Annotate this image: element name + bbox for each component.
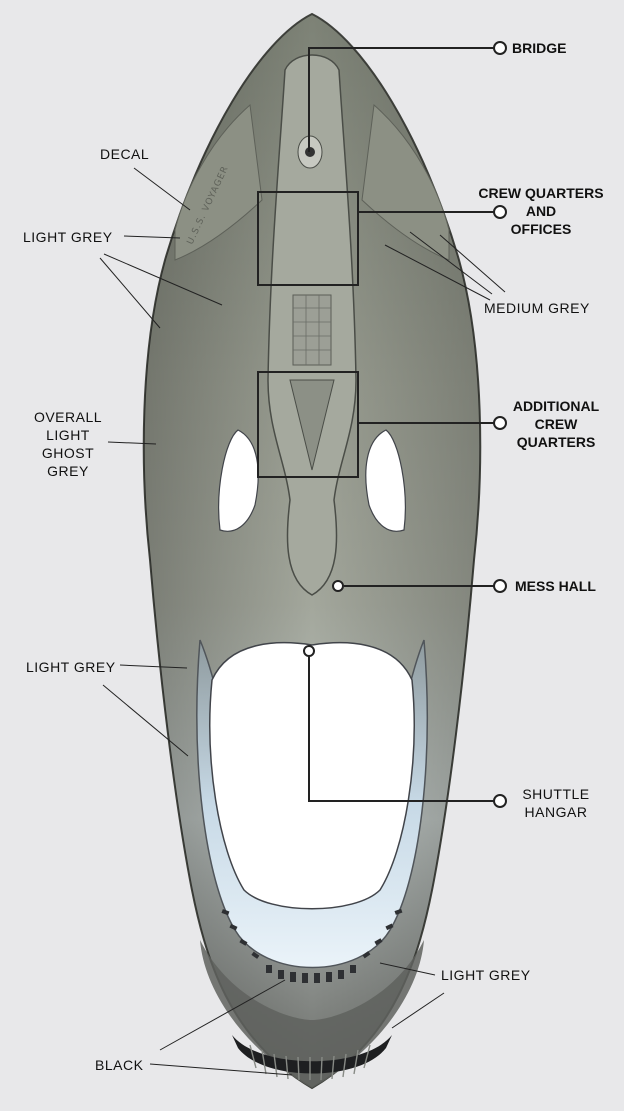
bridge-marker	[493, 41, 507, 55]
medium-grey-pointer-1	[439, 234, 506, 293]
medium-grey-pointer-2	[409, 231, 493, 295]
black-pointer-1	[159, 979, 286, 1051]
light-grey-left-pointer-2	[102, 684, 189, 757]
crew-quarters-line-1: CREW QUARTERS	[478, 185, 604, 201]
shuttle-hangar-marker	[493, 794, 507, 808]
mess-hall-label: MESS HALL	[515, 578, 596, 594]
shuttle-hangar-line-1: SHUTTLE	[522, 786, 590, 802]
crew-quarters-line-3: OFFICES	[510, 221, 572, 237]
light-grey-top-note: LIGHT GREY	[23, 229, 113, 245]
light-grey-bottom-pointer-1	[379, 962, 436, 976]
light-grey-left-pointer-1	[119, 664, 188, 669]
mess-hall-origin	[332, 580, 344, 592]
crew-quarters-marker	[493, 205, 507, 219]
light-grey-top-pointer-2	[103, 253, 223, 306]
shuttle-hangar-leader	[308, 652, 494, 802]
crew-quarters-label: CREW QUARTERS AND OFFICES	[466, 184, 616, 238]
light-grey-bottom-note: LIGHT GREY	[441, 967, 531, 983]
crew-quarters-box	[257, 191, 359, 286]
bridge-leader	[308, 47, 494, 152]
additional-crew-box	[257, 371, 359, 478]
additional-crew-marker	[493, 416, 507, 430]
overall-pointer	[107, 441, 157, 445]
light-grey-top-pointer-3	[99, 257, 161, 329]
additional-crew-label: ADDITIONAL CREW QUARTERS	[500, 397, 612, 451]
shuttle-hangar-origin	[303, 645, 315, 657]
black-pointer-2	[149, 1063, 293, 1076]
decal-note: DECAL	[100, 146, 150, 162]
aft-vents	[221, 908, 403, 983]
shuttle-hangar-line-2: HANGAR	[524, 804, 588, 820]
additional-crew-line-1: ADDITIONAL	[512, 398, 600, 414]
overall-line-3: GHOST	[41, 445, 95, 461]
additional-crew-line-2: CREW	[534, 416, 578, 432]
light-grey-bottom-pointer-2	[391, 992, 445, 1029]
shuttle-hangar-opening	[209, 641, 415, 910]
light-grey-left-note: LIGHT GREY	[26, 659, 116, 675]
stern-grille	[232, 1035, 392, 1074]
port-opening	[218, 429, 259, 532]
shuttle-hangar-label: SHUTTLE HANGAR	[518, 785, 594, 821]
overall-note: OVERALL LIGHT GHOST GREY	[28, 408, 108, 480]
mess-hall-marker	[493, 579, 507, 593]
medium-grey-note: MEDIUM GREY	[484, 300, 590, 316]
bridge-label: BRIDGE	[512, 40, 567, 56]
decal-pointer	[133, 167, 191, 211]
overall-line-4: GREY	[47, 463, 89, 479]
black-note: BLACK	[95, 1057, 144, 1073]
light-grey-top-pointer-1	[123, 235, 181, 239]
overall-line-1: OVERALL	[33, 409, 103, 425]
additional-crew-line-3: QUARTERS	[516, 434, 596, 450]
medium-grey-pointer-3	[384, 244, 491, 301]
crew-quarters-line-2: AND	[525, 203, 557, 219]
overall-line-2: LIGHT	[46, 427, 90, 443]
starboard-opening	[365, 429, 406, 532]
